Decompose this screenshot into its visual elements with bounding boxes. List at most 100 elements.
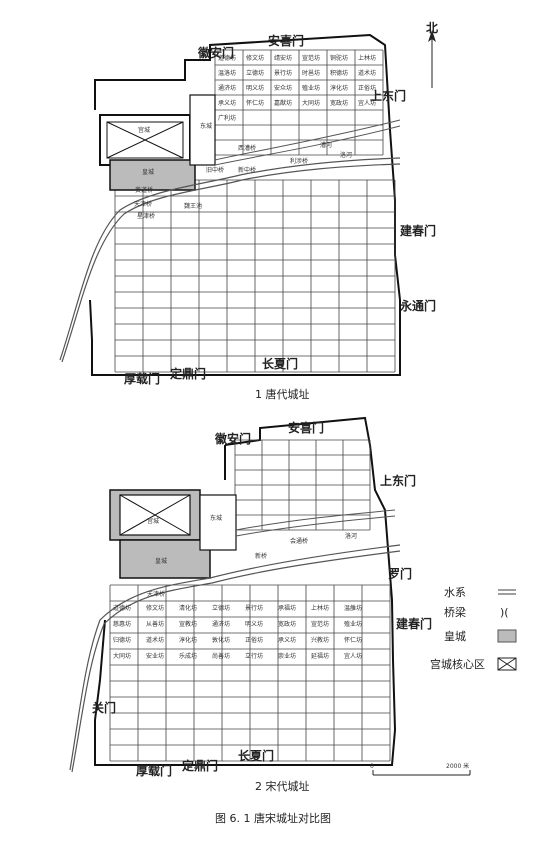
tang-gate-dingding: 定鼎门 <box>170 366 206 381</box>
song-caption: 2 宋代城址 <box>255 779 310 793</box>
song-ward-label: 通济坊 <box>212 620 230 628</box>
song-ward-label: 安业坊 <box>146 652 164 660</box>
song-ward-label: 敦化坊 <box>212 636 230 644</box>
tang-gate-shangdong: 上东门 <box>370 88 406 103</box>
song-ward-label: 从善坊 <box>146 620 164 628</box>
song-ward-label: 延福坊 <box>311 652 329 660</box>
tang-ward-label: 殖业坊 <box>302 84 320 92</box>
song-ward-label: 淳化坊 <box>179 636 197 644</box>
song-ward-label: 宜人坊 <box>344 652 362 660</box>
palace-core-icon <box>497 657 517 671</box>
tang-gate-anxi: 安喜门 <box>268 33 304 48</box>
tang-weiwangchi-label: 魏王池 <box>184 202 202 210</box>
song-ward-label: 立行坊 <box>245 652 263 660</box>
tang-lisheqiao-label: 利涉桥 <box>290 157 308 165</box>
tang-ward-label: 时邕坊 <box>302 69 320 77</box>
scale-distance-label: 2000 米 <box>446 762 469 770</box>
scale-bar: 0 2000 米 <box>370 762 471 776</box>
tang-gate-changxia: 长夏门 <box>262 356 298 371</box>
tang-ward-label: 靖安坊 <box>274 54 292 62</box>
song-gate-jianchun: 建春门 <box>395 616 432 631</box>
tang-ward-label: 嘉猷坊 <box>274 99 292 107</box>
tang-ward-label: 正俗坊 <box>358 84 376 92</box>
song-ward-label: 承义坊 <box>278 636 296 644</box>
north-arrow-icon: 北 <box>426 20 438 88</box>
tang-ward-label: 大同坊 <box>302 99 320 107</box>
song-ward-label: 修文坊 <box>146 604 164 612</box>
north-label: 北 <box>426 20 438 35</box>
song-gate-guan: 关门 <box>92 700 116 715</box>
song-ward-label: 道德坊 <box>113 604 131 612</box>
legend-imperial-label: 皇城 <box>444 629 466 643</box>
song-ward-label: 宣教坊 <box>179 620 197 628</box>
tang-ward-label: 积德坊 <box>330 69 348 77</box>
scale-zero-label: 0 <box>370 763 374 770</box>
bridge-icon: )( <box>500 606 509 619</box>
tang-ward-label: 宣范坊 <box>302 54 320 62</box>
tang-tianjinqiao-label: 天津桥 <box>134 200 152 208</box>
song-gate-dingding: 定鼎门 <box>182 758 218 773</box>
song-imperial-label: 皇城 <box>155 557 167 565</box>
imperial-swatch-icon <box>497 629 517 643</box>
tang-ward-label: 宽政坊 <box>330 99 348 107</box>
tang-huangdaoqiao-label: 黄道桥 <box>135 186 153 194</box>
tang-dongcheng-label: 东城 <box>200 122 212 130</box>
tang-caption: 1 唐代城址 <box>255 387 310 401</box>
song-ward-label: 兴教坊 <box>311 636 329 644</box>
song-ward-label: 上林坊 <box>311 604 329 612</box>
tang-ward-label: 景行坊 <box>274 69 292 77</box>
tang-gate-yongtong: 永通门 <box>399 298 436 313</box>
tang-ward-label: 怀仁坊 <box>246 99 264 107</box>
song-ward-label: 承福坊 <box>278 604 296 612</box>
tang-xinzhongqiao-label: 新中桥 <box>238 166 256 174</box>
song-ward-label: 崇业坊 <box>278 652 296 660</box>
song-map: 东城 宫城 皇城 天津桥 新桥 会通桥 洛河 徽安门 安喜门 上东门 罗门 建春… <box>69 416 471 793</box>
tang-ward-label: 温洛坊 <box>218 69 236 77</box>
song-ward-label: 大同坊 <box>113 652 131 660</box>
song-dongcheng-label: 东城 <box>210 514 222 522</box>
song-ward-label: 尚善坊 <box>212 652 230 660</box>
song-gate-anxi: 安喜门 <box>288 420 324 435</box>
song-ward-label: 清化坊 <box>179 604 197 612</box>
tang-imperial-label: 皇城 <box>142 168 154 176</box>
song-tianjinqiao-label: 天津桥 <box>147 590 165 598</box>
song-gate-shangdong: 上东门 <box>380 473 416 488</box>
song-ward-label: 温雒坊 <box>344 604 362 612</box>
tang-palace-label: 宫城 <box>138 126 150 134</box>
song-ward-label: 归德坊 <box>113 636 131 644</box>
song-ward-label: 正俗坊 <box>245 636 263 644</box>
song-palace-label: 宫城 <box>147 517 159 525</box>
tang-xicaoqiao-label: 西漕桥 <box>238 144 256 152</box>
tang-gate-houzai: 厚载门 <box>124 371 160 386</box>
song-ward-label: 立德坊 <box>212 604 230 612</box>
tang-gate-jianchun: 建春门 <box>399 223 436 238</box>
tang-ward-label: 上林坊 <box>358 54 376 62</box>
song-ward-label: 怀仁坊 <box>344 636 362 644</box>
song-ward-label: 道术坊 <box>146 636 164 644</box>
song-xinqiao-label: 新桥 <box>255 552 267 560</box>
song-gate-changxia: 长夏门 <box>238 748 274 763</box>
song-ward-label: 宽政坊 <box>278 620 296 628</box>
tang-ward-label: 承义坊 <box>218 99 236 107</box>
legend-bridge-label: 桥梁 <box>444 605 466 619</box>
figure-caption: 图 6. 1 唐宋城址对比图 <box>215 811 331 825</box>
song-gate-huian: 徽安门 <box>214 431 251 446</box>
song-luohe-label: 洛河 <box>345 532 357 540</box>
tang-ward-label: 淳化坊 <box>330 84 348 92</box>
song-ward-label: 景行坊 <box>245 604 263 612</box>
tang-luohe-label: 洛河 <box>340 151 352 159</box>
tang-ward-label: 通济坊 <box>218 84 236 92</box>
tang-ward-label: 道术坊 <box>358 69 376 77</box>
tang-gate-huian: 徽安门 <box>197 45 234 60</box>
tang-ward-label: 铜驼坊 <box>330 54 348 62</box>
tang-caohe-label: 漕河 <box>320 141 332 149</box>
tang-ward-label: 明义坊 <box>246 84 264 92</box>
tang-ward-label: 安众坊 <box>274 84 292 92</box>
song-ward-label: 殖业坊 <box>344 620 362 628</box>
tang-ward-label: 道德坊 <box>218 54 236 62</box>
tang-ward-label: 广利坊 <box>218 114 236 122</box>
song-gate-luo: 罗门 <box>388 566 412 581</box>
song-ward-label: 乐成坊 <box>179 652 197 660</box>
legend-water-label: 水系 <box>444 586 466 599</box>
